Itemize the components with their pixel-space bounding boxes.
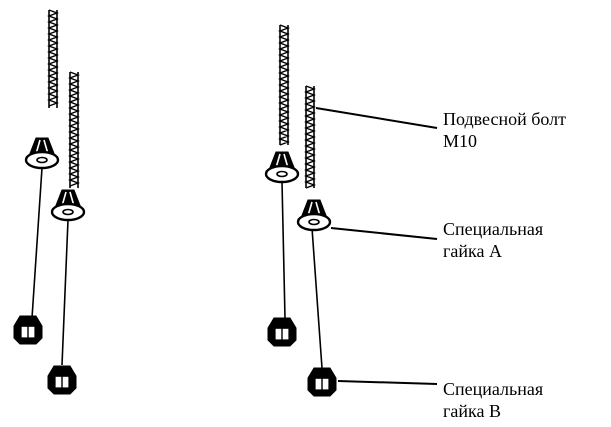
label-special-nut-a-line1: Специальная: [443, 219, 544, 239]
right-special-nut-b-back: [267, 317, 297, 347]
label-suspension-bolt-line1: Подвесной болт: [443, 109, 566, 129]
leader-line-special-nut-b: [337, 380, 438, 385]
label-suspension-bolt-line2: M10: [443, 131, 478, 151]
label-suspension-bolt: Подвесной болт M10: [443, 108, 566, 152]
left-threaded-rod-front: [68, 71, 80, 188]
right-wire-back: [281, 181, 286, 319]
label-special-nut-b-line2: гайка B: [443, 401, 501, 421]
right-special-nut-a-back: [264, 151, 300, 184]
right-special-nut-b-front: [307, 367, 337, 397]
leader-line-suspension-bolt: [315, 107, 438, 129]
label-special-nut-a-line2: гайка A: [443, 241, 502, 261]
label-special-nut-b: Специальная гайка B: [443, 378, 543, 422]
leader-line-special-nut-a: [330, 227, 438, 240]
label-special-nut-b-line1: Специальная: [443, 379, 544, 399]
right-wire-front: [311, 227, 323, 369]
label-special-nut-a: Специальная гайка A: [443, 218, 543, 262]
left-special-nut-a-back: [24, 137, 60, 170]
right-threaded-rod-front: [304, 85, 316, 189]
left-special-nut-a-front: [50, 189, 86, 222]
left-wire-front: [61, 219, 69, 366]
left-special-nut-b-front: [47, 365, 77, 395]
right-threaded-rod-back: [278, 24, 290, 146]
left-threaded-rod-back: [47, 9, 59, 108]
right-special-nut-a-front: [296, 199, 332, 232]
left-wire-back: [31, 167, 43, 319]
left-special-nut-b-back: [13, 315, 43, 345]
